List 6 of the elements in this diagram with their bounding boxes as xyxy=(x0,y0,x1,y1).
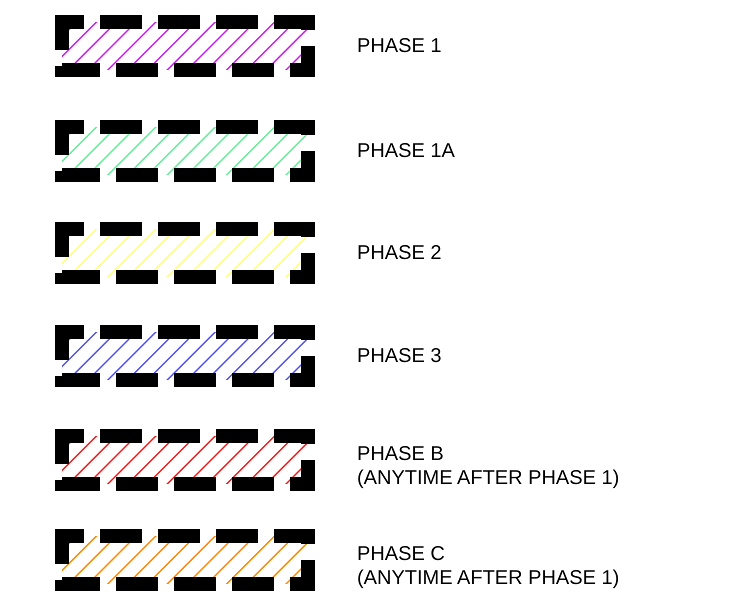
legend-text: PHASE 1 xyxy=(357,34,442,58)
legend-text: PHASE 1A xyxy=(357,139,455,163)
legend-text: PHASE 3 xyxy=(357,344,442,368)
legend-text: PHASE B (ANYTIME AFTER PHASE 1) xyxy=(357,442,620,490)
legend-text: PHASE C (ANYTIME AFTER PHASE 1) xyxy=(357,542,620,590)
legend-text: PHASE 2 xyxy=(357,241,442,265)
